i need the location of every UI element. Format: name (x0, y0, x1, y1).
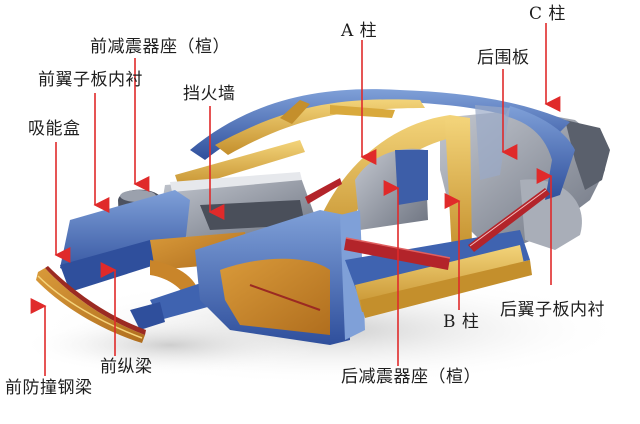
label-rear-shock-tower: 后减震器座（楦） (341, 367, 481, 387)
label-c-pillar: C 柱 (529, 4, 566, 24)
upper-rail (175, 140, 305, 190)
label-front-rail: 前纵梁 (100, 357, 153, 377)
label-front-shock-tower: 前减震器座（楦） (90, 37, 230, 57)
label-rear-panel: 后围板 (477, 48, 530, 68)
label-crash-box: 吸能盒 (28, 119, 81, 139)
label-a-pillar: A 柱 (341, 21, 378, 41)
front-bumper-beam (36, 266, 146, 343)
label-firewall: 挡火墙 (183, 84, 236, 104)
floor-sill (305, 178, 550, 318)
pointer-arrows (30, 23, 561, 376)
firewall-cowl (160, 172, 320, 240)
label-front-bumper-beam: 前防撞钢梁 (5, 378, 93, 398)
label-b-pillar: B 柱 (443, 312, 480, 332)
label-front-fender-liner: 前翼子板内衬 (38, 70, 143, 90)
label-rear-fender-liner: 后翼子板内衬 (500, 300, 605, 320)
